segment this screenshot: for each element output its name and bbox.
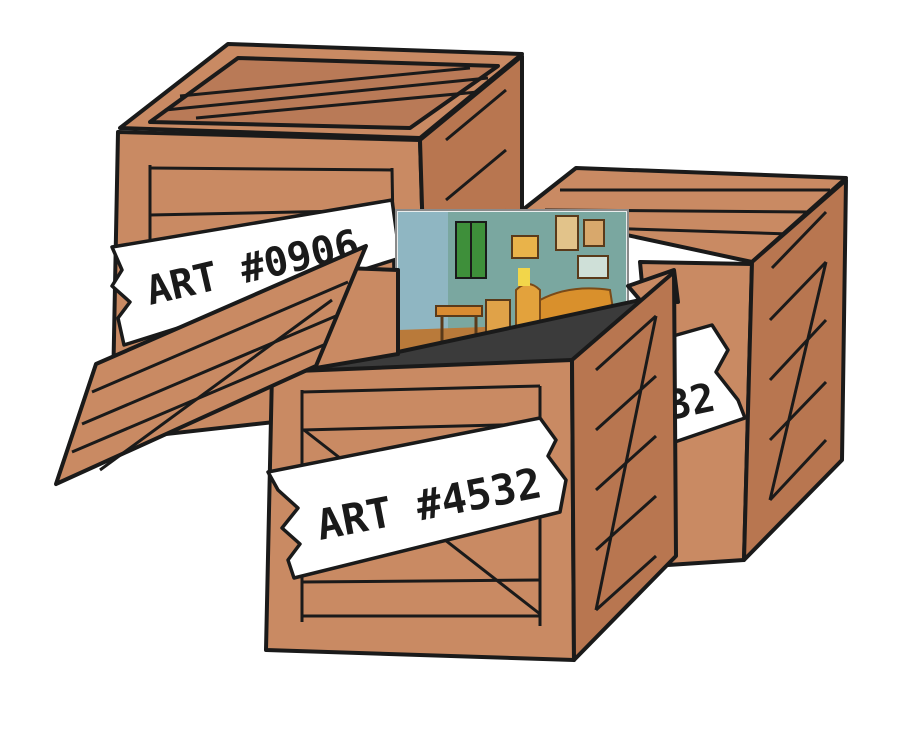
front-tape: ART #4532: [266, 416, 568, 580]
back-right-crate-side: [742, 178, 848, 562]
open-lid: [54, 244, 368, 486]
